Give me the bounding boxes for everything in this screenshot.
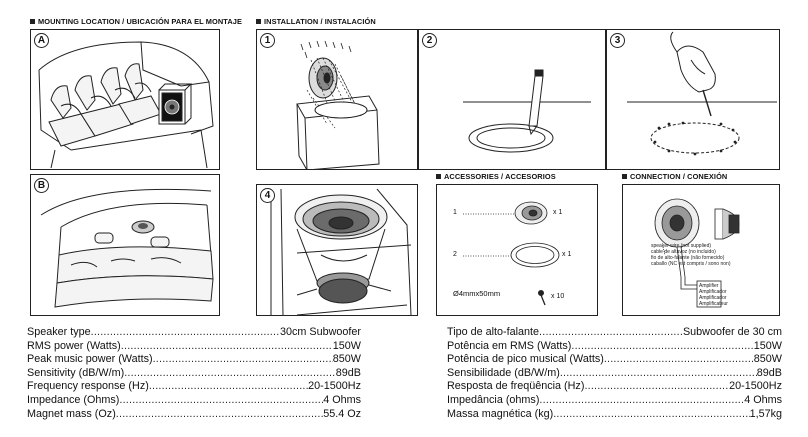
- spec-row: Peak music power (Watts) 850W: [27, 353, 361, 367]
- accessory-3-label: Ø4mmx50mm: [453, 289, 501, 298]
- spec-row: Impedância (ohms) 4 Ohms: [447, 394, 782, 408]
- template-marking-illustration: [463, 69, 591, 153]
- wiring-diagram: [654, 198, 740, 308]
- spec-row: Sensibilidade (dB/W/m) 89dB: [447, 367, 782, 381]
- spec-value: 30cm Subwoofer: [279, 326, 361, 338]
- connection-note-3: fio de alto-falante (não fornecido): [651, 255, 725, 261]
- spec-value: 850W: [332, 353, 361, 366]
- connection-note-1: speaker wire (not supplied): [651, 243, 712, 249]
- spec-value: 89dB: [335, 366, 361, 379]
- specs-english: Speaker type 30cm Subwoofer RMS power (Wa…: [27, 326, 361, 421]
- spec-row: Potência em RMS (Watts) 150W: [447, 340, 782, 354]
- accessory-1-number: 1: [453, 209, 457, 216]
- amplifier-label-2: Amplificador: [699, 289, 727, 295]
- accessory-1-quantity: x 1: [553, 209, 563, 216]
- accessories-title: ACCESSORIES / ACCESORIOS: [444, 172, 556, 181]
- installation-title: INSTALLATION / INSTALACIÓN: [264, 17, 376, 26]
- spec-row: Speaker type 30cm Subwoofer: [27, 326, 361, 340]
- spec-value: 4 Ohms: [744, 393, 782, 406]
- amplifier-label-1: Amplifier: [699, 283, 719, 289]
- header-square-icon: [30, 19, 35, 24]
- spec-row: Resposta de freqüência (Hz) 20-1500Hz: [447, 380, 782, 394]
- spec-value: 89dB: [756, 366, 782, 379]
- header-square-icon: [256, 19, 261, 24]
- connection-panel: speaker wire (not supplied) cable de alt…: [622, 184, 780, 316]
- spec-label: Frequency response (Hz): [27, 380, 149, 393]
- drilling-illustration: [627, 31, 777, 156]
- connection-title: CONNECTION / CONEXIÓN: [630, 172, 728, 181]
- spec-row: Sensitivity (dB/W/m) 89dB: [27, 367, 361, 381]
- amplifier-label-3: Amplificador: [699, 295, 727, 301]
- spec-label: Speaker type: [27, 326, 91, 338]
- spec-label: Sensitivity (dB/W/m): [27, 366, 125, 379]
- header-square-icon: [436, 174, 441, 179]
- step-1-badge: 1: [260, 33, 275, 48]
- installation-step-1-panel: 1: [256, 29, 418, 170]
- amplifier-label-4: Amplificateur: [699, 301, 728, 307]
- spec-value: 850W: [753, 353, 782, 366]
- spec-row: Massa magnética (kg) 1,57kg: [447, 408, 782, 422]
- accessories-panel: 1 x 1 2 x 1 Ø4mmx50mm x 10: [436, 184, 598, 316]
- speaker-installed-illustration: [270, 188, 412, 315]
- spec-label: Tipo de alto-falante: [447, 326, 540, 338]
- spec-label: Peak music power (Watts): [27, 353, 153, 366]
- step-4-badge: 4: [260, 188, 275, 203]
- spec-row: RMS power (Watts) 150W: [27, 340, 361, 354]
- spec-row: Magnet mass (Oz) 55.4 Oz: [27, 408, 361, 422]
- accessory-2-number: 2: [453, 251, 457, 258]
- spec-value: 150W: [753, 339, 782, 352]
- spec-label: Magnet mass (Oz): [27, 407, 116, 420]
- spec-row: Frequency response (Hz) 20-1500Hz: [27, 380, 361, 394]
- spec-row: Impedance (Ohms) 4 Ohms: [27, 394, 361, 408]
- step-2-badge: 2: [422, 33, 437, 48]
- installation-step-3-panel: 3: [606, 29, 780, 170]
- spec-label: RMS power (Watts): [27, 339, 121, 352]
- spec-label: Impedância (ohms): [447, 393, 540, 406]
- spec-value: Subwoofer de 30 cm: [682, 326, 782, 338]
- installation-step-2-panel: 2: [418, 29, 606, 170]
- mounting-panel-b: B: [30, 174, 220, 316]
- spec-row: Tipo de alto-falante Subwoofer de 30 cm: [447, 326, 782, 340]
- mounting-location-header: MOUNTING LOCATION / UBICACIÓN PARA EL MO…: [30, 17, 242, 26]
- car-interior-illustration: [38, 41, 214, 169]
- spec-label: Sensibilidade (dB/W/m): [447, 366, 560, 379]
- installation-header: INSTALLATION / INSTALACIÓN: [256, 17, 376, 26]
- spec-label: Impedance (Ohms): [27, 393, 120, 406]
- header-square-icon: [622, 174, 627, 179]
- connection-header: CONNECTION / CONEXIÓN: [622, 172, 727, 181]
- spec-value: 20-1500Hz: [308, 380, 361, 393]
- mounting-location-title: MOUNTING LOCATION / UBICACIÓN PARA EL MO…: [38, 17, 243, 26]
- spec-value: 4 Ohms: [323, 393, 361, 406]
- accessories-illustration: [463, 201, 560, 306]
- rear-shelf-illustration: [40, 188, 214, 308]
- spec-value: 1,57kg: [749, 407, 782, 420]
- installation-step-4-panel: 4: [256, 184, 418, 316]
- panel-b-badge: B: [34, 178, 49, 193]
- spec-value: 150W: [332, 339, 361, 352]
- spec-value: 55.4 Oz: [323, 407, 361, 420]
- spec-value: 20-1500Hz: [729, 380, 782, 393]
- connection-note-4: caballo (NC est compris / sono non): [651, 261, 731, 267]
- accessories-header: ACCESSORIES / ACCESORIOS: [436, 172, 556, 181]
- connection-note-2: cable de altavoz (no incluido): [651, 249, 716, 255]
- step-3-badge: 3: [610, 33, 625, 48]
- enclosure-mounting-illustration: [296, 40, 380, 169]
- spec-row: Potência de pico musical (Watts) 850W: [447, 353, 782, 367]
- spec-label: Potência em RMS (Watts): [447, 339, 572, 352]
- accessory-3-quantity: x 10: [551, 293, 565, 300]
- specs-portuguese: Tipo de alto-falante Subwoofer de 30 cm P…: [447, 326, 782, 421]
- accessory-2-quantity: x 1: [562, 251, 572, 258]
- spec-label: Massa magnética (kg): [447, 407, 554, 420]
- panel-a-badge: A: [34, 33, 49, 48]
- spec-label: Potência de pico musical (Watts): [447, 353, 604, 366]
- mounting-panel-a: A: [30, 29, 220, 170]
- spec-label: Resposta de freqüência (Hz): [447, 380, 585, 393]
